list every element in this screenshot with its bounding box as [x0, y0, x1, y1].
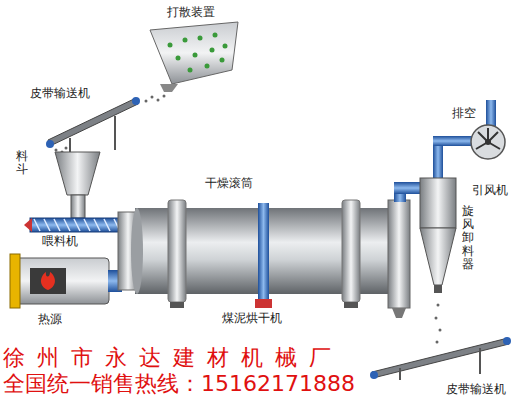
heat-source	[10, 254, 122, 308]
belt-conveyor	[46, 97, 140, 160]
screw-feeder	[24, 218, 130, 232]
part-label: 皮带输送机	[30, 86, 90, 100]
cyclone-separator	[394, 136, 473, 344]
part-label: 旋风卸料器	[462, 205, 474, 271]
part-label: 料斗	[16, 150, 28, 176]
part-label: 煤泥烘干机	[222, 311, 282, 325]
induced-draft-fan	[471, 100, 505, 159]
part-label: 打散装置	[167, 5, 215, 19]
company-name: 徐州市永达建材机械厂	[3, 345, 343, 371]
part-label: 排空	[452, 106, 476, 120]
sales-hotline: 全国统一销售热线：15162171888	[3, 371, 355, 397]
breaker-device	[145, 22, 239, 103]
part-label: 引风机	[472, 183, 508, 197]
part-label: 热源	[38, 312, 62, 326]
belt-conveyor	[370, 337, 511, 380]
hopper	[55, 152, 100, 218]
drying-drum	[118, 200, 410, 318]
part-label: 干燥滚筒	[205, 176, 253, 190]
part-label: 喂料机	[42, 234, 78, 248]
part-label: 皮带输送机	[446, 382, 506, 396]
